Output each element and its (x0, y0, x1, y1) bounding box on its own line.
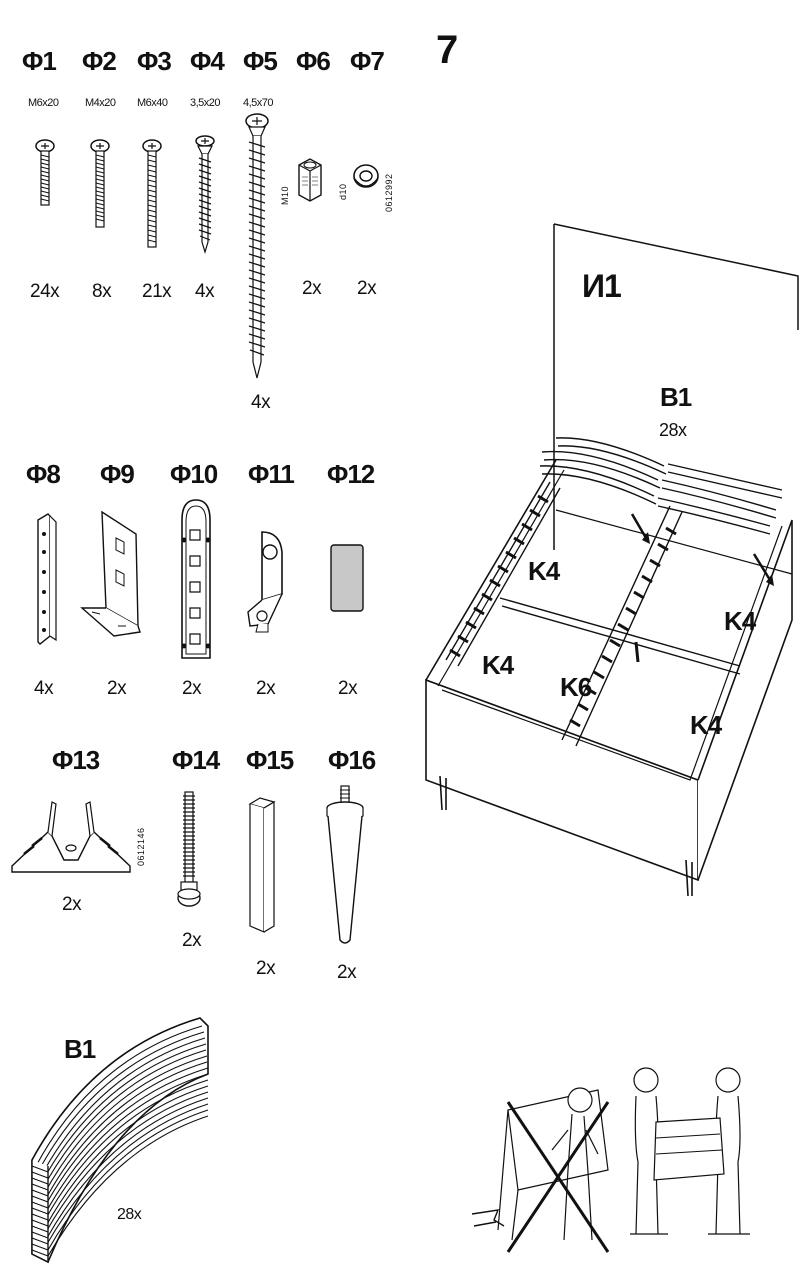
part-code-f5: Φ5 (243, 46, 278, 76)
assembly-slats-label: B1 (660, 382, 692, 412)
leg-f16-illustration (322, 784, 368, 948)
part-code-f7: Φ7 (350, 46, 385, 76)
pad-f12-illustration (328, 542, 366, 614)
part-code-f14: Φ14 (172, 745, 220, 775)
corner-plate-f13-illustration (8, 796, 134, 876)
screw-f4-illustration (193, 134, 217, 254)
rail-right-top-label: K4 (724, 606, 756, 636)
part-qty-f8: 4x (34, 678, 54, 699)
part-spec-f3: M6x40 (137, 97, 168, 109)
rail-right-bottom-label: K4 (690, 710, 722, 740)
part-code-f1: Φ1 (22, 46, 57, 76)
part-qty-f14: 2x (182, 930, 202, 951)
part-qty-f12: 2x (338, 678, 358, 699)
screw-f2-illustration (88, 138, 112, 230)
part-qty-f13: 2x (62, 894, 82, 915)
screw-f5-illustration (244, 112, 270, 382)
part-spec-f5: 4,5x70 (243, 97, 274, 109)
screw-f1-illustration (33, 138, 57, 210)
part-qty-f5: 4x (251, 392, 271, 413)
nut-f6-illustration (296, 157, 324, 203)
part-code-f2: Φ2 (82, 46, 117, 76)
part-code-f4: Φ4 (190, 46, 225, 76)
part-qty-f6: 2x (302, 278, 322, 299)
part-spec-f4: 3,5x20 (190, 97, 221, 109)
part-code-f9: Φ9 (100, 459, 135, 489)
part-code-f15: Φ15 (246, 745, 294, 775)
part-qty-f2: 8x (92, 281, 112, 302)
part-code-f3: Φ3 (137, 46, 172, 76)
assembly-slats-qty: 28x (659, 420, 687, 440)
part-code-f10: Φ10 (170, 459, 218, 489)
leg-block-f15-illustration (246, 794, 278, 936)
step-number: 7 (436, 28, 458, 72)
slats-code: B1 (64, 1034, 96, 1064)
bracket-f9-illustration (78, 508, 148, 638)
headboard-label: И1 (582, 268, 622, 304)
part-spec-f7: d10 (338, 183, 348, 200)
rail-left-bottom-label: K4 (482, 650, 514, 680)
correct-carrying-illustration (628, 1062, 752, 1244)
part-spec-f2: M4x20 (85, 97, 116, 109)
part-spec-f1: M6x20 (28, 97, 59, 109)
part-code-f8: Φ8 (26, 459, 61, 489)
part-code-f6: Φ6 (296, 46, 331, 76)
rail-left-top-label: K4 (528, 556, 560, 586)
part-code-f12: Φ12 (327, 459, 375, 489)
part-qty-f11: 2x (256, 678, 276, 699)
washer-f7-illustration (352, 162, 380, 196)
part-qty-f16: 2x (337, 962, 357, 983)
part-code-f13: Φ13 (52, 745, 100, 775)
part-code-f16: Φ16 (328, 745, 376, 775)
bed-assembly-illustration (420, 220, 800, 900)
part-number-f7: 0612992 (384, 173, 394, 212)
incorrect-carrying-illustration (468, 1080, 618, 1260)
part-number-f13: 0612146 (136, 827, 146, 866)
part-qty-f10: 2x (182, 678, 202, 699)
part-qty-f4: 4x (195, 281, 215, 302)
bolt-f14-illustration (174, 790, 204, 912)
part-qty-f1: 24x (30, 281, 60, 302)
center-rail-label: K6 (560, 672, 592, 702)
part-spec-f6: M10 (280, 185, 290, 205)
part-qty-f3: 21x (142, 281, 172, 302)
part-qty-f9: 2x (107, 678, 127, 699)
bracket-f11-illustration (244, 528, 290, 636)
part-qty-f15: 2x (256, 958, 276, 979)
part-qty-f7: 2x (357, 278, 377, 299)
bracket-f8-illustration (30, 512, 60, 647)
screw-f3-illustration (140, 138, 164, 250)
slats-qty: 28x (117, 1206, 142, 1223)
part-code-f11: Φ11 (248, 459, 295, 489)
bracket-f10-illustration (176, 496, 216, 664)
slat-stack-illustration (22, 1010, 212, 1270)
